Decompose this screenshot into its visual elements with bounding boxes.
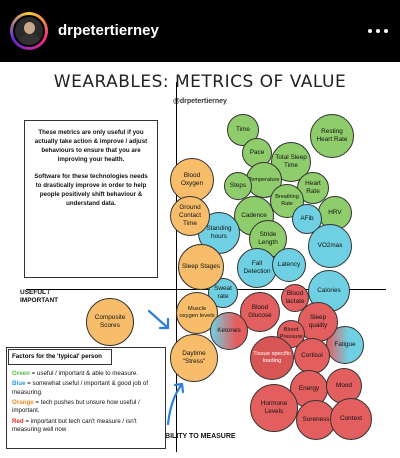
bubble-cortisol: Cortisol xyxy=(294,338,330,374)
legend-green: Green = useful / important & able to mea… xyxy=(12,370,139,377)
bubble-soreness: Soreness xyxy=(296,400,336,440)
legend-blue: Blue = somewhat useful / important & goo… xyxy=(12,380,149,396)
ability-axis-label: ABILITY TO MEASURE xyxy=(160,433,236,440)
post-image: WEARABLES: METRICS OF VALUE @drpetertier… xyxy=(0,62,400,458)
legend-orange: Orange = tech pushes but unsure how usef… xyxy=(12,399,140,415)
bubble-ground-contact-time: Ground Contact Time xyxy=(170,196,210,236)
bubble-vo2max: VO2max xyxy=(308,224,352,268)
profile-avatar[interactable] xyxy=(10,12,48,50)
info-note: These metrics are only useful if you act… xyxy=(24,120,158,278)
author-handle: @drpetertierney xyxy=(173,98,227,105)
bubble-fall-detection: Fall Detection xyxy=(237,248,277,288)
more-options-icon[interactable] xyxy=(368,22,392,40)
info-paragraph-2: Software for these technologies needs to… xyxy=(34,172,148,207)
legend-title: Factors for the 'typical' person xyxy=(8,349,112,365)
bubble-steps: Steps xyxy=(224,172,252,200)
bubble-fatigue: Fatigue xyxy=(326,326,364,364)
bubble-blood-lactate: Blood lactate xyxy=(281,284,309,312)
legend-red: Red = important but tech can't measure /… xyxy=(12,417,137,434)
vertical-axis-line xyxy=(176,82,177,452)
bubble-sleep-stages: Sleep Stages xyxy=(178,244,224,290)
useful-axis-label: USEFUL / IMPORTANT xyxy=(20,289,59,305)
bubble-breathing-rate: Breathing Rate xyxy=(270,184,304,218)
bubble-composite-scores: Composite Scores xyxy=(86,298,134,346)
bubble-tissue-loading: Tissue specific loading xyxy=(250,336,294,380)
bubble-blood-oxygen: Blood Oxygen xyxy=(170,158,214,202)
username-link[interactable]: drpetertierney xyxy=(58,22,159,39)
bubble-hormone-levels: Hormone Levels xyxy=(250,384,298,432)
avatar-image xyxy=(13,15,45,47)
bubble-resting-heart-rate: Resting Heart Rate xyxy=(310,114,354,158)
infographic-title: WEARABLES: METRICS OF VALUE xyxy=(53,72,347,92)
post-header: drpetertierney xyxy=(0,0,400,62)
horizontal-axis-line xyxy=(26,289,386,290)
bubble-context: Context xyxy=(330,398,372,440)
info-paragraph-1: These metrics are only useful if you act… xyxy=(34,129,148,163)
bubble-daytime-stress: Daytime "Stress" xyxy=(170,334,218,382)
bubble-latency: Latency xyxy=(272,248,306,282)
bubble-muscle-oxygen: Muscle oxygen levels xyxy=(176,292,218,334)
bubble-ketones: Ketones xyxy=(210,312,248,350)
